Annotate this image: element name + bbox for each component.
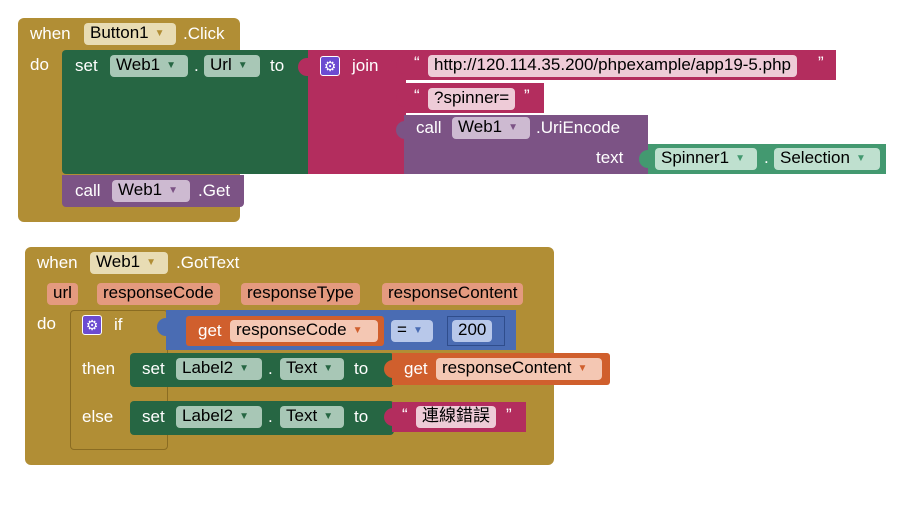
web1-dropdown[interactable]: Web1▼ xyxy=(110,55,188,77)
spinner1-dropdown[interactable]: Spinner1▼ xyxy=(655,148,757,170)
dropdown-triangle-icon: ▼ xyxy=(239,411,249,422)
open-quote: “ xyxy=(414,86,420,105)
dropdown-triangle-icon: ▼ xyxy=(323,411,334,422)
dropdown-triangle-icon: ▼ xyxy=(168,185,179,196)
uriencode-method-label: .UriEncode xyxy=(536,118,621,137)
close-quote: ” xyxy=(818,53,824,72)
dropdown-triangle-icon: ▼ xyxy=(323,363,334,374)
operator-dropdown[interactable]: =▼ xyxy=(391,320,433,342)
dropdown-triangle-icon: ▼ xyxy=(508,122,519,133)
then-text-property-dropdown[interactable]: Text▼ xyxy=(280,358,344,380)
param-responsecontent[interactable]: responseContent xyxy=(382,283,524,305)
set-label: set xyxy=(142,359,165,378)
dropdown-triangle-icon: ▼ xyxy=(166,60,177,71)
param-url[interactable]: url xyxy=(47,283,78,305)
else-text-property-dropdown[interactable]: Text▼ xyxy=(280,406,344,428)
gear-icon[interactable]: ⚙ xyxy=(320,56,340,76)
socket-notch xyxy=(384,360,396,378)
dropdown-triangle-icon: ▼ xyxy=(855,153,866,164)
error-string-field[interactable]: 連線錯誤 xyxy=(416,406,496,428)
event-name-label: .GotText xyxy=(176,253,240,272)
web1-event-dropdown[interactable]: Web1▼ xyxy=(90,252,168,274)
dropdown-triangle-icon: ▼ xyxy=(577,363,588,374)
socket-notch xyxy=(396,121,408,139)
get-method-label: .Get xyxy=(198,181,231,200)
number-field[interactable]: 200 xyxy=(452,320,493,342)
close-quote: ” xyxy=(506,405,512,424)
responsecode-var-dropdown[interactable]: responseCode▼ xyxy=(230,320,378,342)
open-quote: “ xyxy=(402,405,408,424)
dropdown-triangle-icon: ▼ xyxy=(735,153,745,164)
do-label: do xyxy=(37,314,56,333)
socket-notch xyxy=(384,408,396,426)
set-label: set xyxy=(75,56,98,75)
socket-notch xyxy=(396,56,408,74)
set-label: set xyxy=(142,407,165,426)
dropdown-triangle-icon: ▼ xyxy=(412,325,423,336)
text-param-label: text xyxy=(596,148,624,167)
dropdown-triangle-icon: ▼ xyxy=(239,363,249,374)
event-name-label: .Click xyxy=(183,24,225,43)
socket-notch xyxy=(298,58,310,76)
url-string-field[interactable]: http://120.114.35.200/phpexample/app19-5… xyxy=(428,55,797,77)
socket-notch xyxy=(396,89,408,107)
dot-label: . xyxy=(268,407,273,426)
dropdown-triangle-icon: ▼ xyxy=(146,257,157,268)
get-label: get xyxy=(404,359,428,378)
else-label: else xyxy=(82,407,114,426)
then-label2-dropdown[interactable]: Label2▼ xyxy=(176,358,262,380)
do-label: do xyxy=(30,55,49,74)
call-label: call xyxy=(75,181,101,200)
param-responsetype[interactable]: responseType xyxy=(241,283,360,305)
then-label: then xyxy=(82,359,116,378)
param-responsecode[interactable]: responseCode xyxy=(97,283,220,305)
uriencode-web1-dropdown[interactable]: Web1▼ xyxy=(452,117,530,139)
when-label: when xyxy=(30,24,71,43)
when-label: when xyxy=(37,253,78,272)
dropdown-triangle-icon: ▼ xyxy=(154,28,165,39)
url-property-dropdown[interactable]: Url▼ xyxy=(204,55,260,77)
responsecontent-var-dropdown[interactable]: responseContent▼ xyxy=(436,358,602,380)
else-label2-dropdown[interactable]: Label2▼ xyxy=(176,406,262,428)
get-web1-dropdown[interactable]: Web1▼ xyxy=(112,180,190,202)
socket-notch xyxy=(639,150,651,168)
selection-property-dropdown[interactable]: Selection▼ xyxy=(774,148,880,170)
then-set-label2-block[interactable] xyxy=(130,353,394,387)
close-quote: ” xyxy=(524,86,530,105)
join-label: join xyxy=(352,56,379,75)
socket-notch xyxy=(157,318,169,336)
call-label: call xyxy=(416,118,442,137)
to-label: to xyxy=(354,407,369,426)
get-label: get xyxy=(198,321,222,340)
dropdown-triangle-icon: ▼ xyxy=(237,60,248,71)
dot-label: . xyxy=(268,359,273,378)
dropdown-triangle-icon: ▼ xyxy=(352,325,363,336)
open-quote: “ xyxy=(414,53,420,72)
button1-dropdown[interactable]: Button1▼ xyxy=(84,23,176,45)
if-label: if xyxy=(114,315,123,334)
spinner-string-field[interactable]: ?spinner= xyxy=(428,88,516,110)
to-label: to xyxy=(354,359,369,378)
to-label: to xyxy=(270,56,285,75)
dot-label: . xyxy=(764,148,769,167)
gear-icon[interactable]: ⚙ xyxy=(82,315,102,335)
dot-label: . xyxy=(194,56,199,75)
else-set-label2-block[interactable] xyxy=(130,401,394,435)
